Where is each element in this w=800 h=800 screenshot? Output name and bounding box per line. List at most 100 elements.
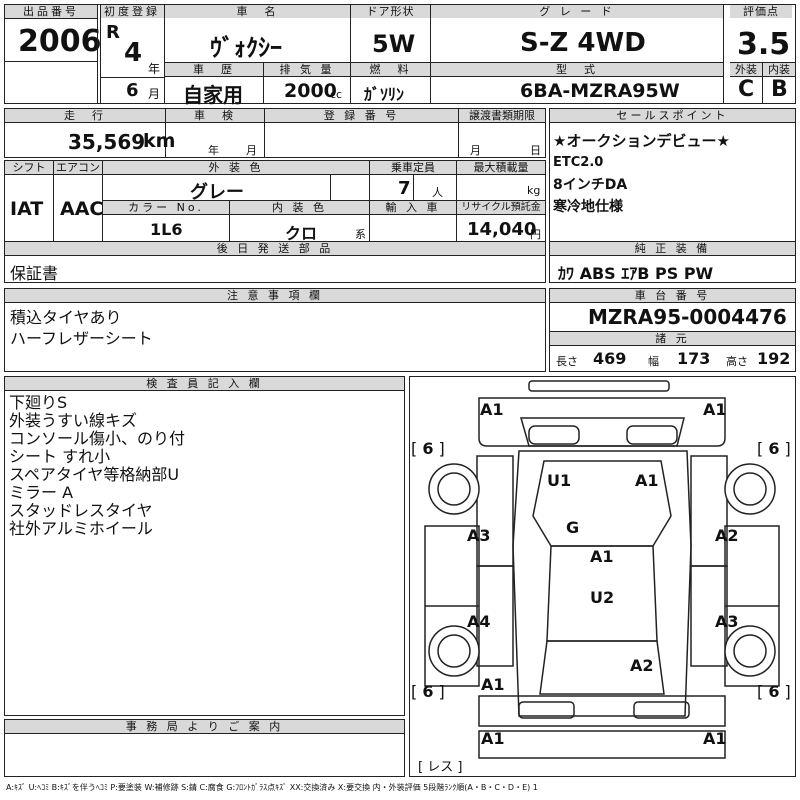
reg-year: 4 [124, 38, 143, 68]
later-parts-label: 後 日 発 送 部 品 [5, 242, 545, 255]
damage-mark: A3 [467, 526, 491, 545]
damage-mark: A2 [715, 526, 739, 545]
office-label: 事 務 局 よ り ご 案 内 [5, 720, 404, 733]
height-label: 高さ [726, 355, 748, 368]
spare-tire: [ レス ] [418, 760, 463, 775]
tire-tread-rr: [ 6 ] [757, 682, 791, 701]
sales-point-label: セールスポイント [550, 109, 795, 122]
damage-mark: A2 [630, 656, 654, 675]
inspection-label: 車 検 [166, 109, 264, 122]
interior-grade: B [771, 77, 788, 102]
color-no: 1L6 [150, 220, 183, 239]
exterior-color: グレー [190, 182, 244, 203]
exterior-label: 外装 [730, 63, 762, 76]
width: 173 [677, 349, 711, 368]
mileage-unit: km [143, 130, 176, 152]
door-label: ドア形状 [351, 5, 430, 18]
displacement-unit: cc [330, 88, 343, 101]
damage-mark: A1 [481, 675, 505, 694]
inspector-item: スタッドレスタイヤ [9, 501, 153, 520]
transfer-month-unit: 月 [470, 144, 481, 157]
damage-mark: A1 [703, 729, 727, 748]
tire-tread-fl: [ 6 ] [411, 439, 445, 458]
displacement-label: 排 気 量 [264, 63, 350, 76]
import-label: 輸 入 車 [370, 201, 456, 214]
equipment-label: 純 正 装 備 [550, 242, 795, 255]
color-no-label: カラー No. [103, 201, 229, 214]
office-block [4, 719, 405, 777]
note-item: 積込タイヤあり [10, 308, 122, 327]
sales-point-item: ★オークションデビュー★ [553, 132, 730, 150]
damage-mark: A1 [480, 400, 504, 419]
inspector-label: 検 査 員 記 入 欄 [5, 377, 404, 390]
legend: A:ｷｽﾞ U:ﾍｺﾐ B:ｷｽﾞを伴うﾍｺﾐ P:要塗装 W:補修跡 S:錆 … [6, 783, 538, 792]
fuel: ｶﾞｿﾘﾝ [364, 85, 405, 104]
registration-no-label: 登 録 番 号 [265, 109, 458, 122]
fuel-label: 燃 料 [351, 63, 430, 76]
score: 3.5 [737, 27, 791, 62]
notes-list: 積込タイヤあり ハーフレザーシート [10, 307, 153, 349]
reg-month: 6 [126, 80, 139, 101]
history-label: 車 歴 [165, 63, 263, 76]
interior-color: クロ [285, 224, 318, 243]
inspector-item: 社外アルミホイール [9, 519, 153, 538]
damage-mark: A1 [590, 547, 614, 566]
note-item: ハーフレザーシート [10, 329, 153, 348]
grade-label: グ レ ー ド [431, 5, 723, 18]
interior-color-unit: 系 [355, 228, 366, 241]
chassis-block [549, 288, 796, 372]
tire-tread-fr: [ 6 ] [757, 439, 791, 458]
inspection-year-unit: 年 [208, 144, 219, 157]
era: R [106, 22, 120, 43]
damage-mark: A1 [703, 400, 727, 419]
month-unit: 月 [148, 87, 161, 101]
grade: S-Z 4WD [520, 28, 646, 58]
seats-unit: 人 [432, 186, 443, 199]
inspector-block [4, 376, 405, 716]
inspector-item: シート すれ小 [9, 447, 111, 466]
car-diagram-frame [409, 376, 796, 777]
recycle-unit: 円 [530, 228, 541, 241]
displacement: 2000 [284, 80, 337, 102]
load-unit: kg [527, 184, 541, 197]
notes-block [4, 288, 546, 372]
aircon-label: エアコン [54, 161, 102, 174]
damage-mark: A1 [635, 471, 659, 490]
inspection-month-unit: 月 [246, 144, 257, 157]
recycle-fee-label: リサイクル預託金 [457, 201, 545, 214]
damage-mark: U1 [547, 471, 572, 490]
car-diagram [424, 380, 780, 759]
length-label: 長さ [556, 355, 578, 368]
door-type: 5W [372, 30, 416, 58]
notes-label: 注 意 事 項 欄 [5, 289, 545, 302]
inspector-item: 下廻りS [9, 393, 68, 412]
inspector-item: ミラー A [9, 483, 74, 502]
sales-point-item: ETC2.0 [553, 155, 604, 170]
lot-label: 出品番号 [5, 5, 97, 18]
mileage-block [4, 108, 546, 158]
mileage-label: 走 行 [5, 109, 165, 122]
equipment-block [549, 241, 796, 283]
equipment: ｶﾜ ABS ｴｱB PS PW [558, 264, 714, 283]
sales-point-item: 寒冷地仕様 [553, 199, 623, 215]
damage-mark: G [566, 518, 580, 537]
score-label: 評価点 [730, 5, 792, 18]
mileage: 35,569 [68, 130, 146, 154]
interior-label: 内装 [763, 63, 795, 76]
sales-point-list: ★オークションデビュー★ ETC2.0 8インチDA 寒冷地仕様 [553, 130, 730, 218]
color-label: 外 装 色 [103, 161, 369, 174]
inspector-item: 外装うすい線キズ [9, 411, 138, 430]
later-parts-block [4, 241, 546, 283]
height: 192 [757, 349, 791, 368]
sales-point-item: 8インチDA [553, 177, 628, 193]
year-unit: 年 [148, 62, 161, 76]
transfer-deadline-label: 譲渡書類期限 [459, 109, 545, 122]
inspector-list: 下廻りS 外装うすい線キズ コンソール傷小、のり付 シート すれ小 スペアタイヤ… [9, 394, 185, 538]
shift-label: シフト [5, 161, 53, 174]
transfer-day-unit: 日 [530, 144, 541, 157]
exterior-grade: C [738, 77, 755, 102]
interior-color-label: 内 装 色 [230, 201, 369, 214]
length: 469 [593, 349, 627, 368]
chassis-number: MZRA95-0004476 [588, 305, 787, 329]
later-parts: 保証書 [10, 264, 59, 283]
